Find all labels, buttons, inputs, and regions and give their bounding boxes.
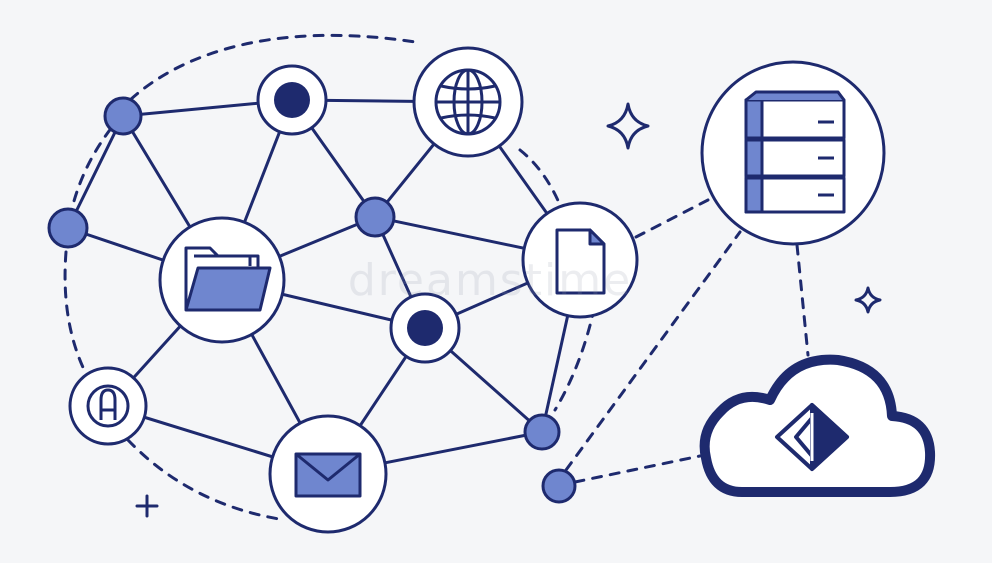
- document-icon: [555, 228, 606, 295]
- plus-sparkle-icon: [135, 494, 159, 518]
- folder-icon: [184, 246, 272, 312]
- server-icon: [744, 90, 846, 214]
- folder-node: [158, 216, 286, 344]
- network-node: [523, 413, 561, 451]
- dashed-boundary: [63, 250, 94, 387]
- sparkle-icon: [606, 102, 650, 150]
- dashed-boundary: [126, 438, 287, 522]
- sparkle-icon: [854, 286, 882, 314]
- globe-node: [412, 46, 524, 158]
- document-node: [521, 201, 639, 319]
- diamond-arrow-icon: [775, 403, 849, 471]
- globe-icon: [434, 68, 502, 136]
- envelope-icon: [294, 452, 362, 498]
- dashed-boundary: [553, 288, 600, 412]
- network-node: [47, 207, 89, 249]
- dot-node: [256, 64, 328, 136]
- dashed-links: [564, 198, 810, 484]
- dot-node: [389, 292, 461, 364]
- lock-icon: [86, 384, 130, 428]
- server-node: [700, 60, 886, 246]
- network-node: [103, 96, 143, 136]
- network-node: [541, 468, 577, 504]
- lock-node: [68, 366, 148, 446]
- mail-node: [268, 414, 388, 534]
- dashed-boundary: [518, 148, 562, 207]
- network-node: [354, 196, 396, 238]
- dashed-boundary: [116, 33, 417, 114]
- cloud-node: [699, 354, 936, 497]
